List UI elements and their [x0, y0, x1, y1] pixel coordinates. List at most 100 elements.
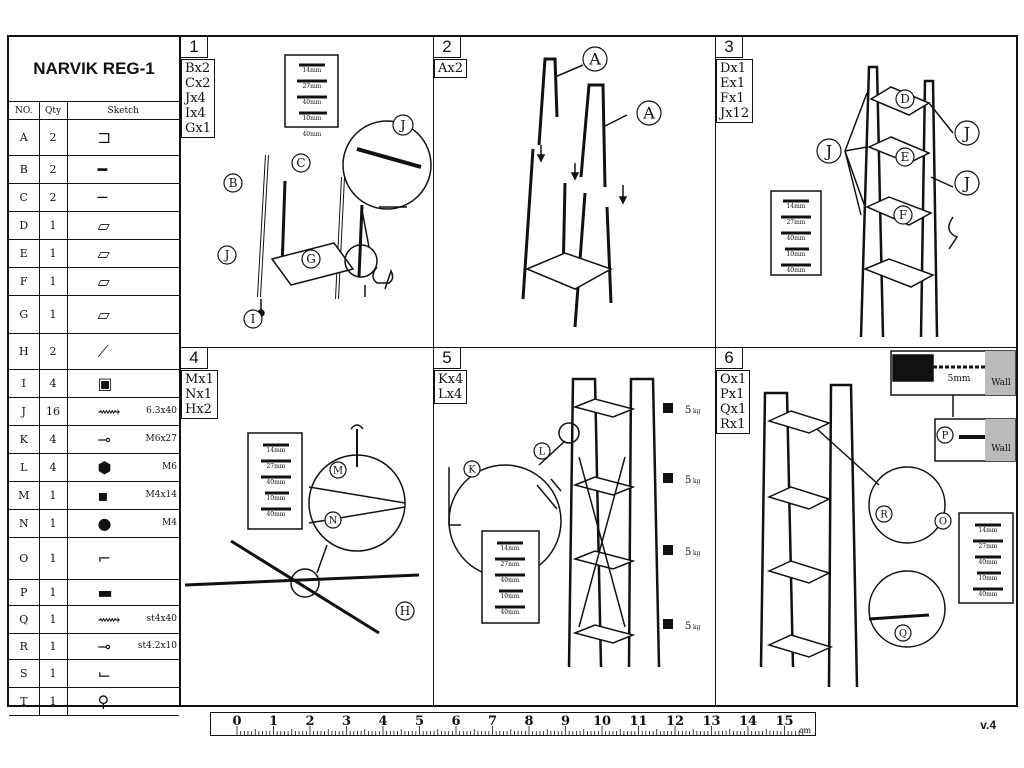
part-letter: F	[9, 267, 40, 296]
callout-r: R	[875, 505, 893, 523]
part-spec: M4	[162, 518, 177, 528]
callout-letter: O	[939, 517, 947, 528]
step-number: 3	[716, 37, 743, 58]
wood-screw-icon: ⟿	[97, 610, 121, 629]
part-letter: J	[9, 397, 40, 426]
callout-letter: M	[333, 466, 343, 477]
part-sketch: ⌙	[67, 659, 179, 688]
callout-j: J	[392, 114, 414, 136]
screw-length-label: 40mm	[978, 591, 997, 598]
angle-bracket-icon: ⌐	[97, 549, 111, 568]
screw-size-guide-3	[770, 190, 822, 276]
step-part-item: Jx4	[185, 91, 206, 106]
callout-j: J	[816, 138, 842, 164]
weight-value: 5	[685, 621, 691, 632]
callout-letter: I	[251, 312, 256, 326]
drill-panel	[890, 350, 1016, 396]
part-spec: M6	[162, 462, 177, 472]
long-bar-icon: ━	[97, 160, 108, 179]
screw-length-label: 14mm	[978, 527, 997, 534]
part-qty: 1	[39, 481, 68, 510]
step-parts-list: Ax2	[434, 59, 467, 78]
part-spec: st4.2x10	[137, 641, 177, 651]
screw-length-label: 27mm	[302, 83, 321, 90]
screw-length-label: 10mm	[266, 495, 285, 502]
part-spec: M6x27	[145, 434, 177, 444]
step-4-drawing	[184, 424, 420, 635]
part-letter: P	[9, 579, 40, 606]
step-number: 6	[716, 348, 743, 369]
part-spec: M4x14	[145, 490, 177, 500]
callout-letter: D	[900, 92, 910, 106]
part-sketch: ━	[67, 155, 179, 184]
part-qty: 1	[39, 579, 68, 606]
part-letter: M	[9, 481, 40, 510]
version-label: v.4	[980, 718, 996, 732]
ruler-number: 8	[524, 714, 533, 729]
assembly-drawings	[184, 54, 1016, 688]
part-qty: 1	[39, 633, 68, 660]
part-sketch: ▣	[67, 369, 179, 398]
ruler-number: 1	[269, 714, 278, 729]
callout-letter: J	[398, 119, 405, 134]
part-letter: Q	[9, 605, 40, 634]
callout-l: L	[533, 442, 551, 460]
step-part-item: Ox1	[720, 372, 747, 387]
part-sketch: ⌐	[67, 537, 179, 580]
screw-length-label: 40mm	[266, 479, 285, 486]
part-sketch: ▱	[67, 239, 179, 268]
screw-length-label: 10mm	[302, 115, 321, 122]
ruler-number: 3	[342, 714, 351, 729]
wrench-icon: ⚲	[97, 692, 110, 711]
part-qty: 2	[39, 333, 68, 370]
header-no: NO.	[9, 102, 40, 120]
step-part-item: Qx1	[720, 402, 747, 417]
screw-length-label: 10mm	[978, 575, 997, 582]
step-part-item: Hx2	[185, 402, 212, 417]
screw-length-label: 27mm	[978, 543, 997, 550]
weight-unit: kg	[693, 550, 701, 557]
part-spec: st4x40	[146, 614, 178, 624]
callout-letter: G	[306, 252, 316, 266]
step-part-item: Mx1	[185, 372, 214, 387]
callout-letter: K	[468, 465, 476, 476]
callout-letter: P	[942, 431, 949, 442]
cross-rod-icon: ⟋	[97, 341, 109, 361]
shelf-board-icon: ▱	[97, 216, 110, 235]
screw-size-guide-5	[481, 530, 540, 624]
part-qty: 1	[39, 239, 68, 268]
callout-e: E	[895, 147, 915, 167]
part-qty: 1	[39, 211, 68, 240]
step-part-item: Cx2	[185, 76, 211, 91]
part-qty: 4	[39, 425, 68, 454]
shelf-board-icon: ▱	[97, 244, 110, 263]
header-qty: Qty	[39, 102, 68, 120]
bolt-icon: ⊸	[97, 430, 111, 449]
ruler-number: 15	[775, 714, 793, 729]
weight-value: 5	[685, 475, 691, 486]
wall-label: Wall	[991, 378, 1011, 388]
ruler-number: 14	[739, 714, 757, 729]
callout-p: P	[936, 426, 954, 444]
callout-j: J	[217, 245, 237, 265]
step-part-item: Fx1	[720, 91, 745, 106]
screw-length-label: 27mm	[500, 561, 519, 568]
part-letter: H	[9, 333, 40, 370]
part-letter: N	[9, 509, 40, 538]
ruler-unit: cm	[799, 726, 811, 735]
short-screw-icon: ⊸	[97, 637, 111, 656]
